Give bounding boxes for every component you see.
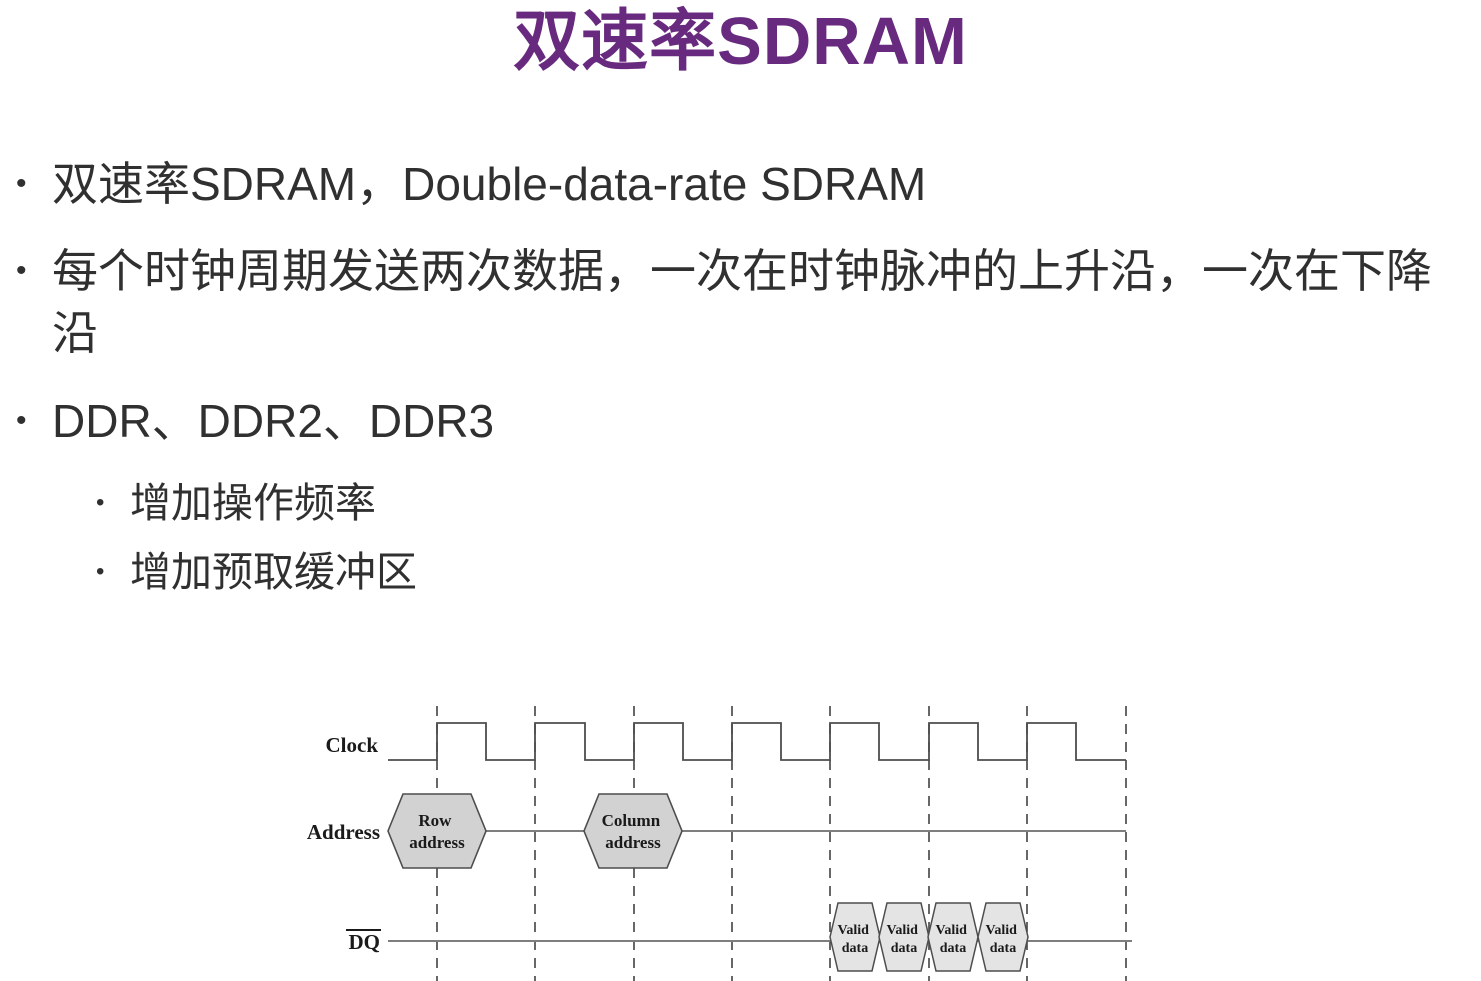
valid-data-label: Valid data — [986, 923, 1021, 956]
timing-diagram: Row address Column address Valid data Va… — [290, 695, 1185, 981]
valid-data-label: Valid data — [838, 923, 873, 956]
column-address-hexagon — [583, 793, 683, 869]
bullet-icon: • — [16, 254, 27, 287]
bullet-icon: • — [96, 489, 105, 516]
bullet-icon: • — [16, 167, 27, 200]
list-item: • 每个时钟周期发送两次数据，一次在时钟脉冲的上升沿，一次在下降沿 — [16, 240, 1464, 364]
valid-data-label: Valid data — [936, 923, 971, 956]
clock-waveform — [388, 722, 1126, 761]
sub-bullet-list: • 增加操作频率 • 增加预取缓冲区 — [96, 476, 1464, 599]
address-row-label: Address — [307, 820, 380, 844]
list-item: • DDR、DDR2、DDR3 — [16, 390, 1464, 452]
sub-bullet-frequency: 增加操作频率 — [130, 480, 376, 526]
valid-data-label: Valid data — [887, 923, 922, 956]
list-item: • 增加操作频率 — [96, 476, 1464, 530]
valid-data-hexagons — [829, 902, 1029, 972]
valid-data-hexagon — [977, 902, 1029, 972]
page-title: 双速率SDRAM — [513, 4, 968, 79]
dq-row-label: DQ — [349, 930, 381, 954]
row-address-label: Row address — [409, 811, 465, 852]
bullet-icon: • — [96, 558, 105, 585]
clock-row-label: Clock — [326, 733, 379, 757]
row-address-hexagon — [387, 793, 487, 869]
sub-bullet-prefetch: 增加预取缓冲区 — [130, 549, 417, 595]
bullet-text-ddr-definition: 双速率SDRAM，Double-data-rate SDRAM — [52, 158, 927, 210]
bullet-text-ddr-generations: DDR、DDR2、DDR3 — [52, 395, 495, 447]
list-item: • 增加预取缓冲区 — [96, 545, 1464, 599]
bullet-text-double-transfer: 每个时钟周期发送两次数据，一次在时钟脉冲的上升沿，一次在下降沿 — [52, 245, 1432, 359]
column-address-label: Column address — [602, 811, 665, 852]
bullet-list: • 双速率SDRAM，Double-data-rate SDRAM • 每个时钟… — [16, 153, 1464, 614]
bullet-icon: • — [16, 404, 27, 437]
list-item: • 双速率SDRAM，Double-data-rate SDRAM — [16, 153, 1464, 215]
